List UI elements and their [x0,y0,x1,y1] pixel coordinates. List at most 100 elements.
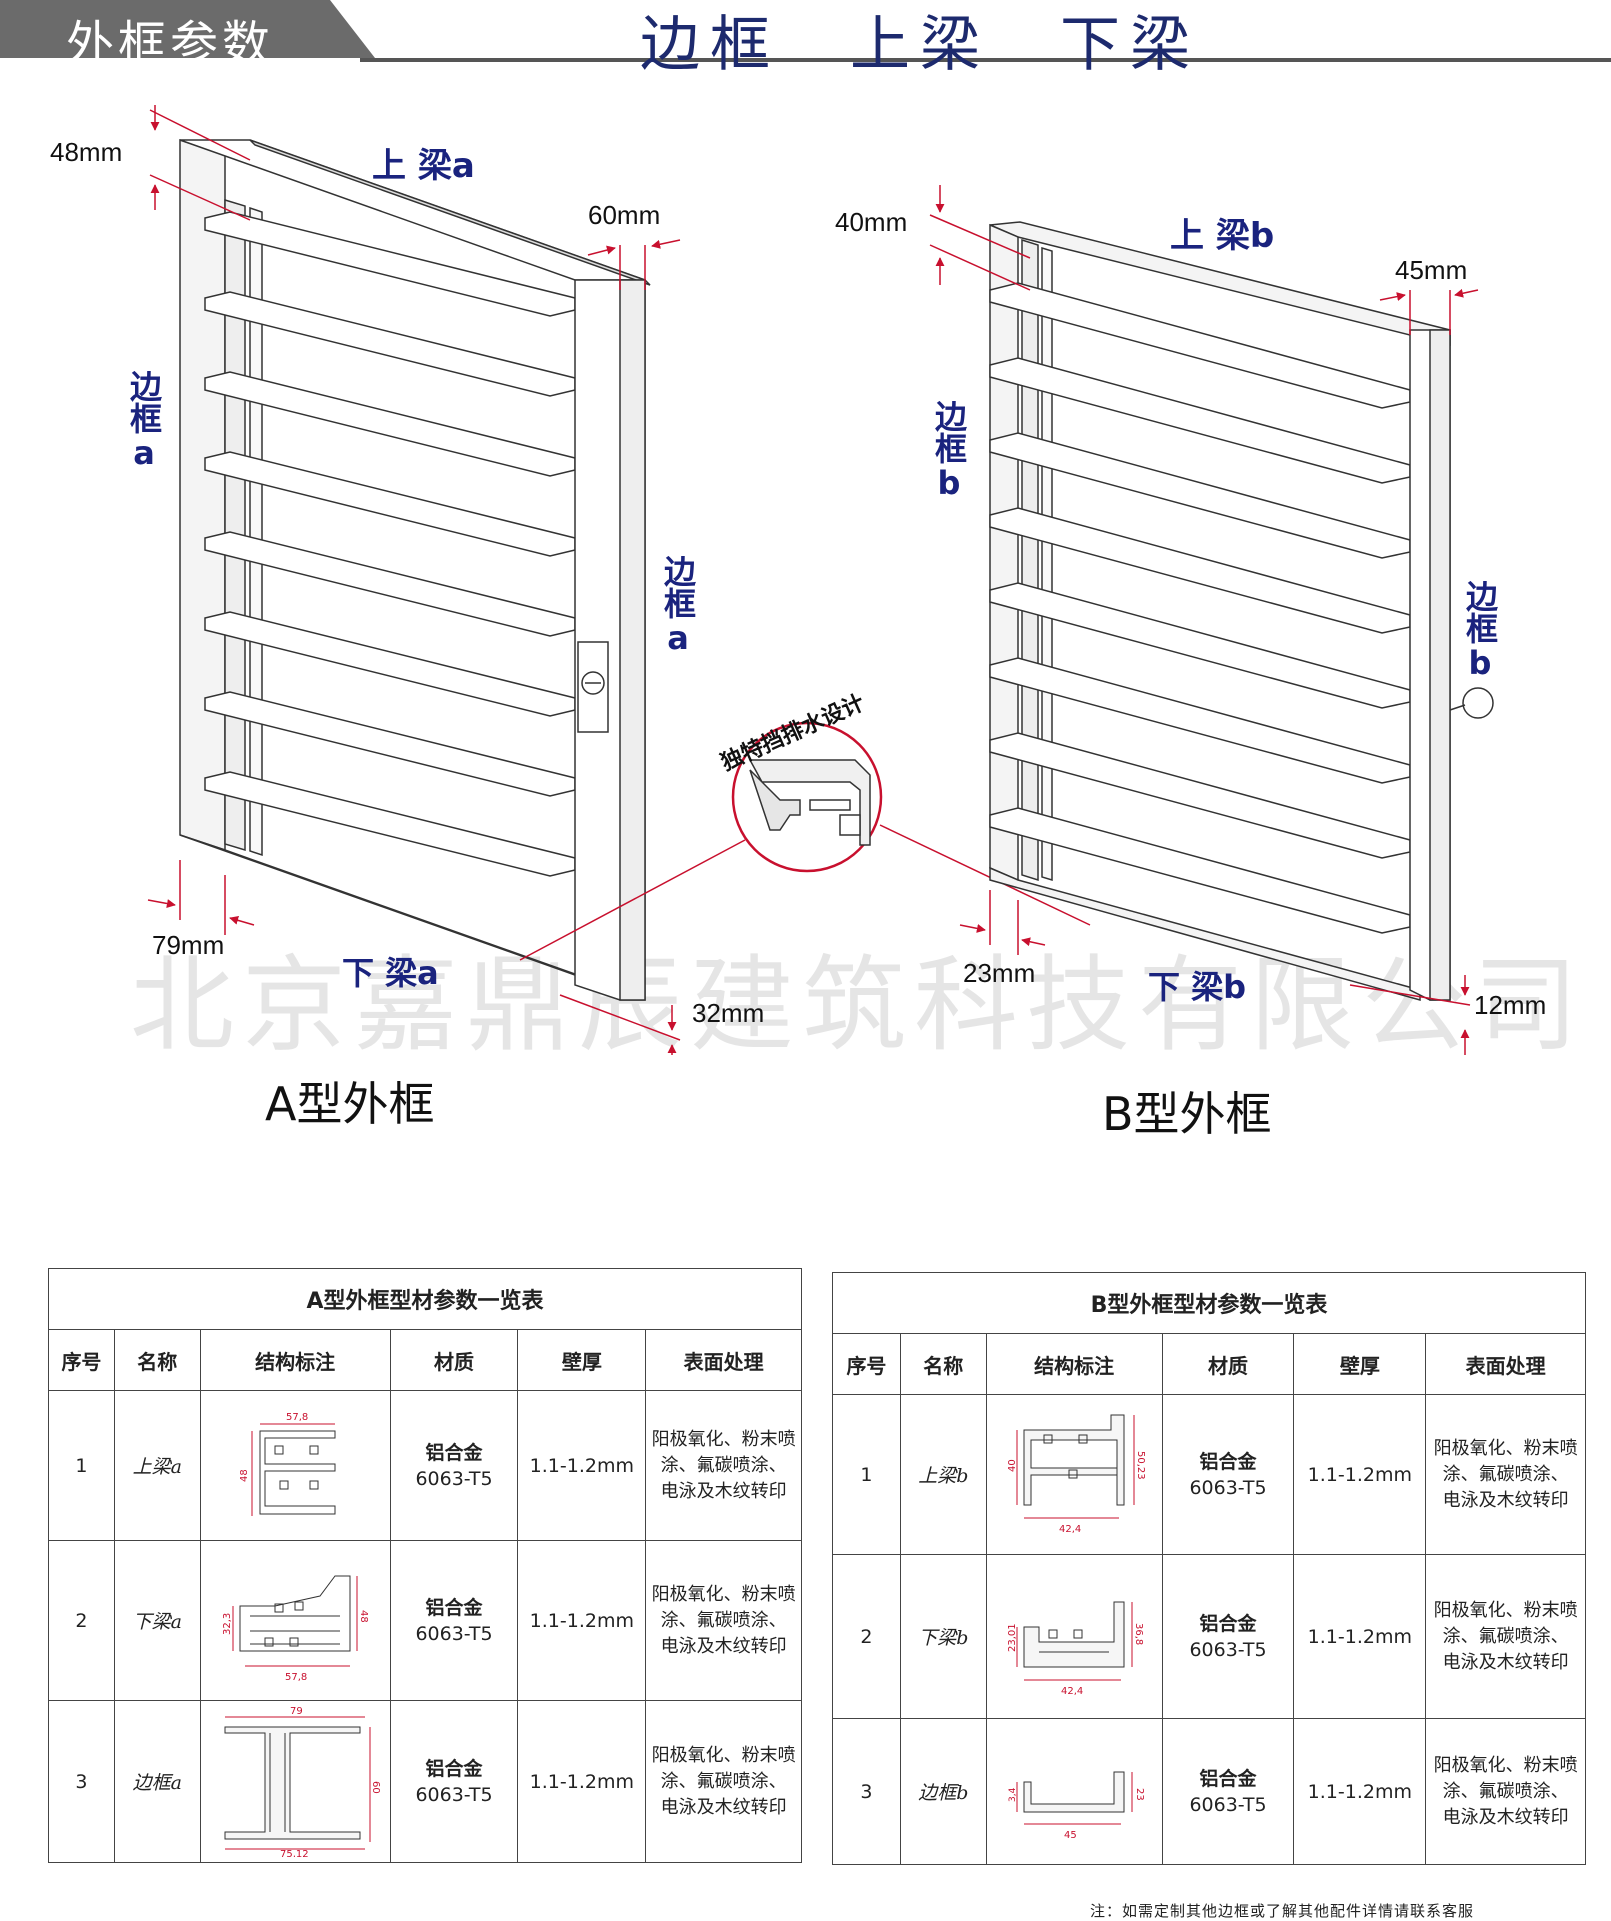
col-header: 结构标注 [985,1333,1163,1395]
dim-label: 48 [358,1610,369,1623]
frame-b-dim-bottom-left: 23mm [963,958,1036,988]
profile-drawing: 23,01 36,8 42,4 [985,1554,1163,1719]
header-divider [360,58,1611,62]
dim-label: 40 [1007,1459,1018,1472]
row-name: 上梁a [113,1390,201,1541]
row-surface: 阳极氧化、粉末喷涂、氟碳喷涂、电泳及木纹转印 [1425,1718,1586,1865]
frame-b-bottom-beam-label: 下 梁b [1148,968,1247,1006]
row-name: 边框b [899,1718,987,1865]
frame-a-dim-bottom-left: 79mm [152,930,225,960]
row-thickness: 1.1-1.2mm [1293,1394,1427,1555]
row-no: 2 [48,1540,115,1701]
frame-a-right-side-label: 边框a [659,555,697,657]
table-b: B型外框型材参数一览表 序号 名称 结构标注 材质 壁厚 表面处理 1 上梁b … [832,1272,1586,1865]
col-header: 序号 [832,1333,901,1395]
frame-b-top-beam-label: 上 梁b [1170,216,1275,256]
table-a: A型外框型材参数一览表 序号 名称 结构标注 材质 壁厚 表面处理 1 上梁a … [48,1268,802,1863]
louver-frame-drawing [147,105,1494,1055]
col-header: 序号 [48,1329,115,1391]
col-header: 表面处理 [645,1329,802,1391]
row-surface: 阳极氧化、粉末喷涂、氟碳喷涂、电泳及木纹转印 [645,1390,802,1541]
col-header: 材质 [1161,1333,1295,1395]
frame-b-left-side-label: 边框b [930,400,968,502]
col-header: 壁厚 [517,1329,647,1391]
frame-b-dim-top: 40mm [835,207,908,237]
frame-a-bottom-beam-label: 下 梁a [342,954,439,992]
row-no: 2 [832,1554,901,1719]
profile-drawing: 3,4 23 45 [985,1718,1163,1865]
frame-a-slats [204,211,576,877]
frame-b-dimensions [929,185,1479,1055]
frame-b-dim-bottom-right: 12mm [1474,990,1547,1020]
row-name: 下梁b [899,1554,987,1719]
dim-label: 3,4 [1008,1787,1018,1802]
dim-label: 79 [290,1707,303,1717]
row-name: 边框a [113,1700,201,1863]
dim-label: 23,01 [1007,1623,1018,1652]
profile-drawing: 57,8 48 [199,1390,391,1541]
dim-label: 60 [370,1781,380,1794]
footer-note: 注：如需定制其他边框或了解其他配件详情请联系客服 [1090,1902,1475,1920]
row-thickness: 1.1-1.2mm [1293,1554,1427,1719]
drainage-callout [731,721,883,873]
dim-label: 42,4 [1061,1686,1083,1697]
row-surface: 阳极氧化、粉末喷涂、氟碳喷涂、电泳及木纹转印 [645,1700,802,1863]
frame-a-dimensions [147,105,1091,1055]
col-header: 结构标注 [199,1329,391,1391]
profile-drawing: 40 50,23 42,4 [985,1394,1163,1555]
row-surface: 阳极氧化、粉末喷涂、氟碳喷涂、电泳及木纹转印 [1425,1554,1586,1719]
header-tab-shape [0,0,375,58]
row-no: 1 [48,1390,115,1541]
frame-b-caption: B型外框 [1102,1087,1272,1141]
dim-label: 50,23 [1135,1451,1146,1480]
frame-b-right-side-label: 边框b [1461,580,1499,682]
frame-b-dim-side: 45mm [1395,255,1468,285]
row-no: 3 [48,1700,115,1863]
frame-b-drawing [989,221,1494,1001]
profile-drawing: 32,3 48 57,8 [199,1540,391,1701]
dim-label: 36,8 [1133,1623,1144,1645]
table-b-header-row: 序号 名称 结构标注 材质 壁厚 表面处理 [832,1333,1586,1395]
frame-a-top-beam-label: 上 梁a [372,146,475,186]
company-watermark: 北京嘉鼎辰建筑科技有限公司 [130,944,1587,1066]
table-a-title: A型外框型材参数一览表 [48,1268,802,1330]
frame-a-dim-top: 48mm [50,137,123,167]
row-thickness: 1.1-1.2mm [517,1700,647,1863]
row-surface: 阳极氧化、粉末喷涂、氟碳喷涂、电泳及木纹转印 [645,1540,802,1701]
header-tab-label: 外框参数 [66,16,275,72]
profile-drawing: 79 60 75,12 [199,1700,391,1863]
dim-label: 45 [1064,1830,1077,1841]
col-header: 表面处理 [1425,1333,1586,1395]
col-header: 名称 [899,1333,987,1395]
frame-a-caption: A型外框 [265,1077,435,1131]
row-thickness: 1.1-1.2mm [517,1540,647,1701]
row-no: 1 [832,1394,901,1555]
frame-a-dim-bottom-right: 32mm [692,998,765,1028]
dim-label: 57,8 [285,1672,307,1683]
dim-label: 42,4 [1059,1524,1081,1535]
frame-a-dim-side: 60mm [588,200,661,230]
frame-a-drawing [179,138,651,1001]
col-header: 名称 [113,1329,201,1391]
page-title: 边框 上梁 下梁 [640,10,1200,80]
dim-label: 48 [239,1469,250,1482]
dim-label: 23 [1134,1788,1145,1801]
frame-a-left-side-label: 边框a [125,370,163,472]
col-header: 材质 [389,1329,519,1391]
row-thickness: 1.1-1.2mm [517,1390,647,1541]
table-a-header-row: 序号 名称 结构标注 材质 壁厚 表面处理 [48,1329,802,1391]
row-name: 上梁b [899,1394,987,1555]
row-surface: 阳极氧化、粉末喷涂、氟碳喷涂、电泳及木纹转印 [1425,1394,1586,1555]
col-header: 壁厚 [1293,1333,1427,1395]
